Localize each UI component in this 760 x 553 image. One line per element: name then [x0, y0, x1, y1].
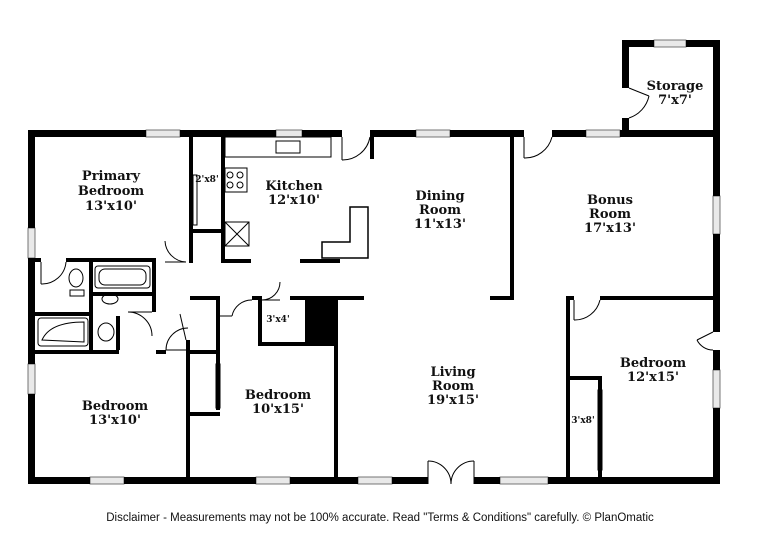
storage-name: Storage — [647, 79, 704, 94]
hall-closet-dims: 3'x4' — [266, 315, 289, 325]
exterior-walls — [28, 40, 720, 484]
bedroom-right-name: Bedroom — [620, 356, 687, 371]
bedroom-left-name: Bedroom — [82, 399, 149, 414]
dining-room-dims: 11'x13' — [414, 217, 466, 232]
kitchen-fixtures — [224, 136, 332, 247]
bedroom-left-dims: 13'x10' — [89, 413, 141, 428]
kitchen-closet-dims: 2'x8' — [195, 175, 218, 185]
primary-bedroom-name-line1: Primary — [82, 169, 141, 184]
bedroom-right-dims: 12'x15' — [627, 370, 679, 385]
door-swings — [40, 87, 714, 485]
primary-bedroom-dims: 13'x10' — [85, 199, 137, 214]
bedroom-closet-dims: 3'x8' — [571, 416, 594, 426]
bonus-room-name-line1: Bonus — [587, 193, 633, 208]
interior-walls — [35, 137, 713, 478]
storage-dims: 7'x7' — [658, 93, 692, 108]
living-room-dims: 19'x15' — [427, 393, 479, 408]
kitchen-dims: 12'x10' — [268, 193, 320, 208]
disclaimer-text: Disclaimer - Measurements may not be 100… — [106, 512, 654, 524]
bedroom-middle-name: Bedroom — [245, 388, 312, 403]
living-room-name-line2: Room — [432, 379, 474, 394]
kitchen-name: Kitchen — [265, 179, 323, 194]
primary-bedroom-name-line2: Bedroom — [78, 184, 145, 199]
bedroom-middle-dims: 10'x15' — [252, 402, 304, 417]
bonus-room-dims: 17'x13' — [584, 221, 636, 236]
dining-room-name-line2: Room — [419, 203, 461, 218]
room-labels: Storage 7'x7' Primary Bedroom 13'x10' Ki… — [78, 79, 704, 428]
living-room-name-line1: Living — [430, 365, 475, 380]
bathroom-fixtures — [37, 265, 151, 347]
bonus-room-name-line2: Room — [589, 207, 631, 222]
dining-room-name-line1: Dining — [415, 189, 464, 204]
